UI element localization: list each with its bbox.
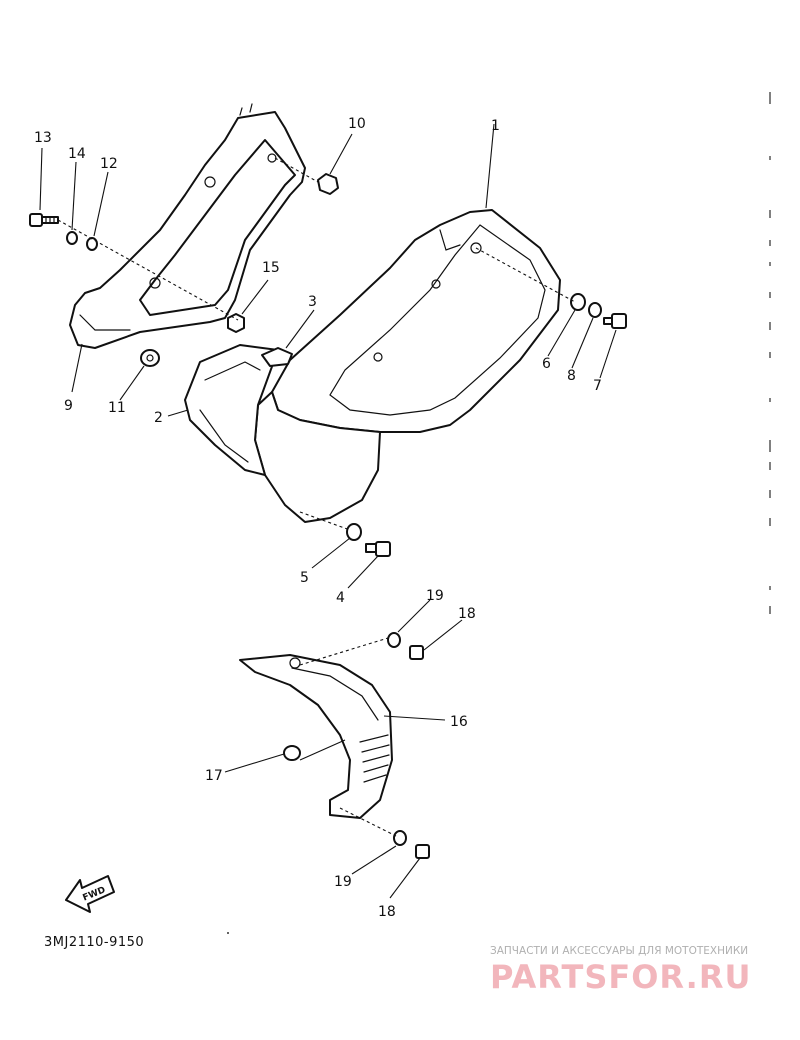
part-9-bracket xyxy=(69,103,306,349)
part-11-grommet xyxy=(140,349,160,367)
part-10-cap xyxy=(317,173,339,195)
part-18-bolt-lower xyxy=(415,844,430,859)
label-13: 13 xyxy=(34,130,52,146)
part-14-washer xyxy=(66,231,78,245)
label-5: 5 xyxy=(300,570,309,586)
part-19-washer-upper xyxy=(387,632,401,648)
part-1-side-cover xyxy=(271,209,561,433)
part-7-bolt xyxy=(603,313,627,329)
label-4: 4 xyxy=(336,590,345,606)
fwd-arrow: FWD xyxy=(65,875,115,913)
label-1: 1 xyxy=(491,118,500,134)
label-17: 17 xyxy=(205,768,223,784)
part-5-washer xyxy=(346,523,362,541)
label-9: 9 xyxy=(64,398,73,414)
label-15: 15 xyxy=(262,260,280,276)
watermark-brand: PARTSFOR.RU xyxy=(490,958,751,996)
watermark: ЗАПЧАСТИ И АКСЕССУАРЫ ДЛЯ МОТОТЕХНИКИ PA… xyxy=(490,945,751,996)
label-12: 12 xyxy=(100,156,118,172)
label-2: 2 xyxy=(154,410,163,426)
part-3-grommet xyxy=(261,347,293,367)
label-7: 7 xyxy=(593,378,602,394)
label-8: 8 xyxy=(567,368,576,384)
label-3: 3 xyxy=(308,294,317,310)
part-19-washer-lower xyxy=(393,830,407,846)
label-19-upper: 19 xyxy=(426,588,444,604)
part-16-louvers xyxy=(359,734,390,783)
label-10: 10 xyxy=(348,116,366,132)
catalog-code: 3MJ2110-9150 xyxy=(44,935,144,950)
label-14: 14 xyxy=(68,146,86,162)
leader-lines xyxy=(39,123,617,899)
part-labels: 13 14 12 10 1 15 3 9 11 2 6 8 7 5 4 19 1… xyxy=(34,116,602,920)
part-17-grommet xyxy=(283,745,301,761)
part-2-inner-cover xyxy=(184,344,381,523)
part-18-bolt-upper xyxy=(409,645,424,660)
part-6-washer xyxy=(570,293,586,311)
watermark-tagline: ЗАПЧАСТИ И АКСЕССУАРЫ ДЛЯ МОТОТЕХНИКИ xyxy=(490,945,748,957)
part-8-washer xyxy=(588,302,602,318)
label-6: 6 xyxy=(542,356,551,372)
part-13-bolt xyxy=(29,213,59,227)
label-18-lower: 18 xyxy=(378,904,396,920)
label-19-lower: 19 xyxy=(334,874,352,890)
label-11: 11 xyxy=(108,400,126,416)
part-16-lower-cover xyxy=(239,654,393,819)
label-16: 16 xyxy=(450,714,468,730)
part-4-bolt xyxy=(365,541,391,557)
part-12-washer xyxy=(86,237,98,251)
label-18-upper: 18 xyxy=(458,606,476,622)
part-15-grommet xyxy=(227,313,245,333)
